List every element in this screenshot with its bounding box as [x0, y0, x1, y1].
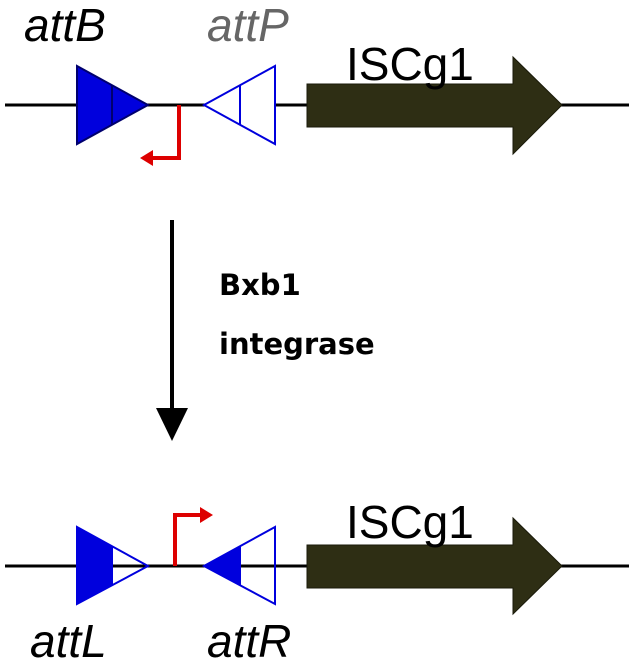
attR-label: attR	[207, 615, 291, 667]
ISCg1-gene-arrow-bottom	[306, 516, 563, 616]
attP-site-triangle	[201, 64, 276, 146]
construct-before: attB attP ISCg1	[5, 0, 629, 166]
reaction-arrow	[156, 220, 188, 441]
attR-site-triangle	[201, 525, 276, 606]
enzyme-type-label: integrase	[219, 327, 375, 361]
attL-label: attL	[30, 615, 107, 667]
construct-after: ISCg1 attL attR	[5, 496, 629, 667]
ISCg1-label-top: ISCg1	[346, 38, 474, 90]
attP-label: attP	[207, 0, 289, 51]
promoter-arrow-right-icon	[173, 507, 213, 566]
promoter-arrow-left-icon	[140, 105, 181, 166]
attL-site-triangle	[76, 525, 151, 606]
ISCg1-label-bottom: ISCg1	[346, 496, 474, 548]
ISCg1-gene-arrow-top	[306, 55, 563, 156]
attB-label: attB	[24, 0, 106, 51]
attB-site-triangle	[76, 64, 151, 146]
enzyme-name-label: Bxb1	[219, 268, 301, 302]
